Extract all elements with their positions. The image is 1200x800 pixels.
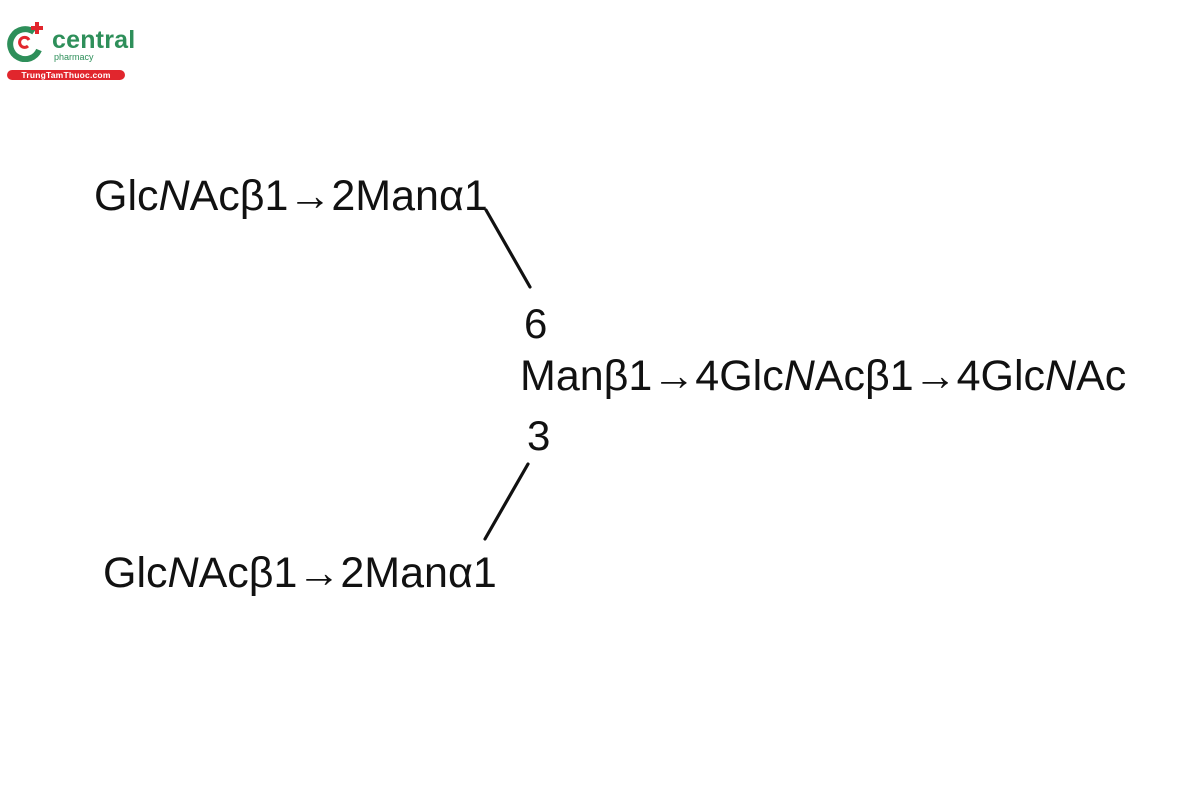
text-segment: Glc xyxy=(103,549,168,597)
brand-subtitle: pharmacy xyxy=(54,52,94,62)
text-segment: Acβ1→4Glc xyxy=(814,352,1046,400)
text-segment: Acβ1→2Manα1 xyxy=(189,172,488,220)
italic-n: N xyxy=(158,172,190,220)
text-segment: Acβ1→2Manα1 xyxy=(198,549,497,597)
lower-branch-label: GlcNAcβ1→2Manα1 xyxy=(103,552,497,595)
italic-n: N xyxy=(1045,352,1077,400)
linkage-position-6: 6 xyxy=(524,300,548,347)
text-segment: Ac xyxy=(1076,352,1127,400)
linkage-position-3: 3 xyxy=(527,412,551,459)
italic-n: N xyxy=(783,352,815,400)
core-chain-label: Manβ1→4GlcNAcβ1→4GlcNAc xyxy=(520,355,1126,398)
brand-name: central xyxy=(52,26,136,54)
brand-logo: central pharmacy TrungTamThuoc.com xyxy=(0,0,140,90)
upper-linkage-line xyxy=(484,208,532,289)
italic-n: N xyxy=(167,549,199,597)
pharmacy-logo-icon xyxy=(7,22,43,62)
text-segment: Manβ1→4Glc xyxy=(520,352,784,400)
text-segment: Glc xyxy=(94,172,159,220)
lower-linkage-line xyxy=(483,462,530,541)
upper-branch-label: GlcNAcβ1→2Manα1 xyxy=(94,175,488,218)
website-badge: TrungTamThuoc.com xyxy=(7,70,125,80)
